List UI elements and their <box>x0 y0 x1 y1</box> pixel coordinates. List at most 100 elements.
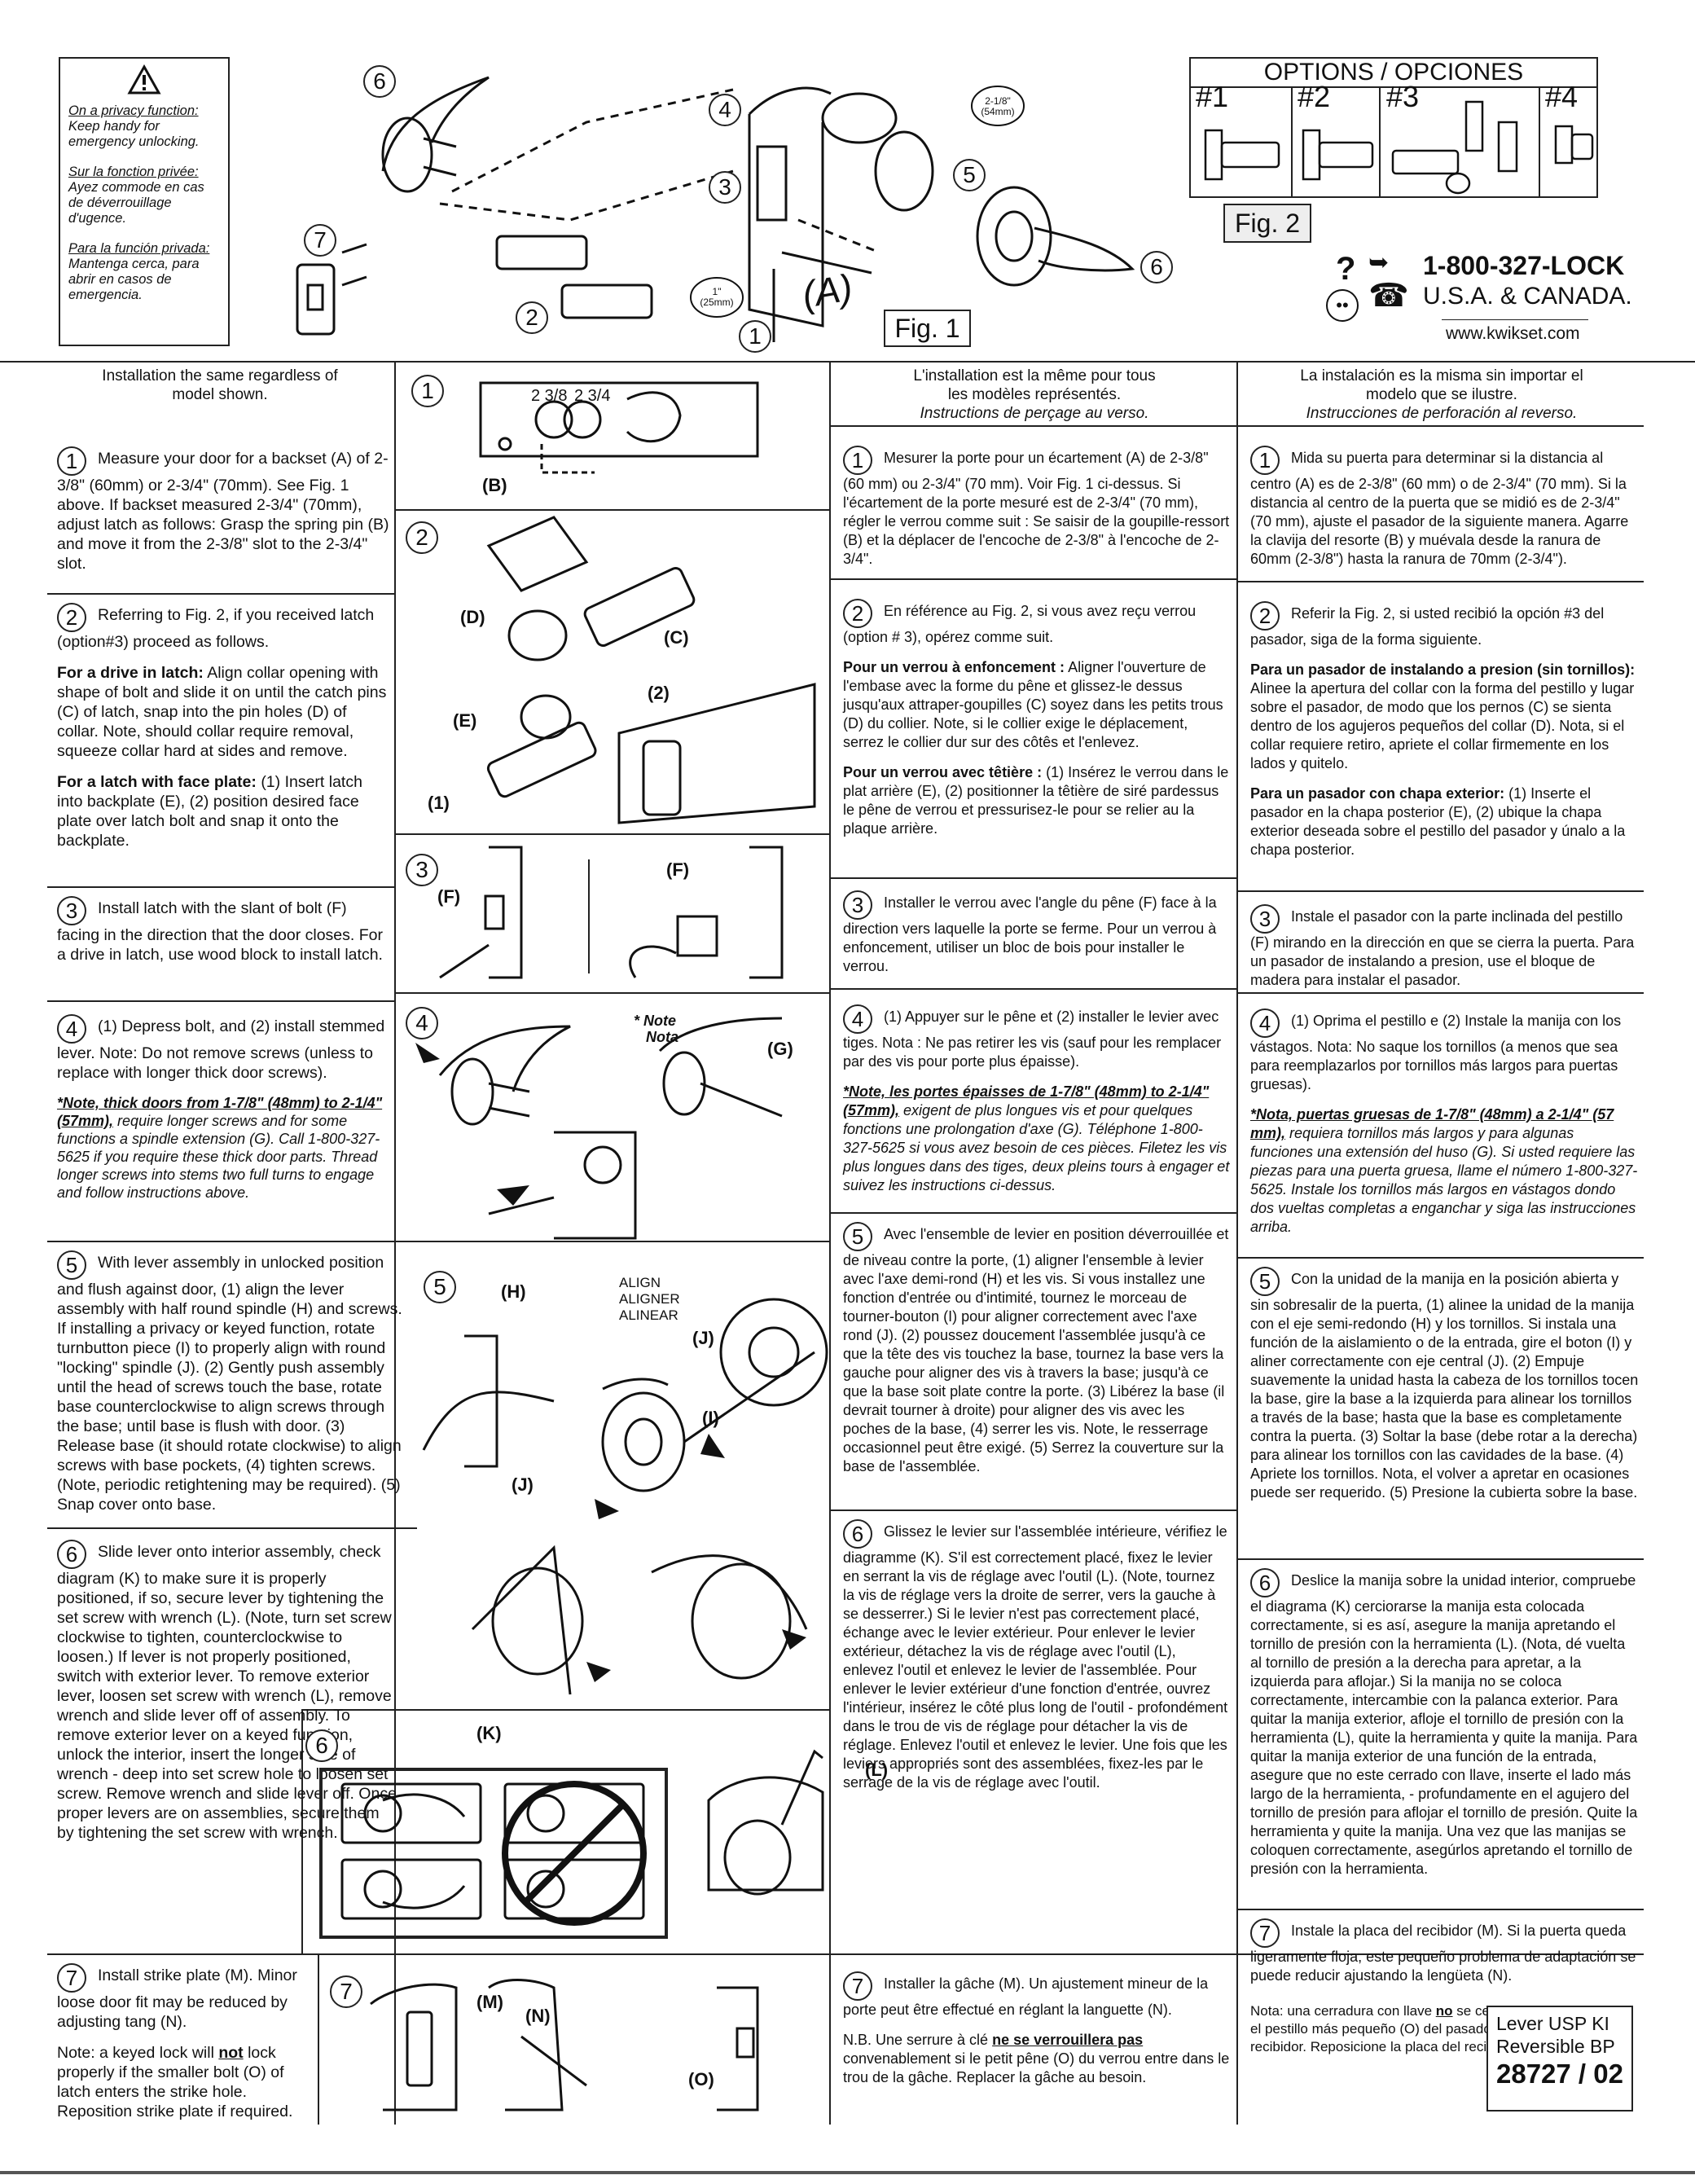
dim-latch-mm: (25mm) <box>700 297 734 308</box>
diagram-6-k-box <box>319 1768 668 1939</box>
fr-step-7-num: 7 <box>843 1971 872 2001</box>
diagram-6-num: 6 <box>305 1729 338 1762</box>
es-header-1: La instalación es la misma sin importar … <box>1300 367 1583 385</box>
dim-latch-text: 1" <box>712 286 722 297</box>
diagram-5-align-fr: ALIGNER <box>619 1291 680 1307</box>
warning-en-label: On a privacy function: <box>68 103 199 118</box>
es-step-1-num: 1 <box>1250 446 1280 475</box>
en-step-4-num: 4 <box>57 1014 86 1044</box>
fr-step-2-num: 2 <box>843 599 872 628</box>
diagram-1-2-3-4: 2 3/4 <box>574 387 611 405</box>
fig1-exploded-diagram <box>296 76 1135 342</box>
smiley-icon: •• <box>1326 289 1359 322</box>
en-step-2b-text: (1) Insert latch into backplate (E), (2)… <box>57 773 362 850</box>
dim-backset-mm: (54mm) <box>981 106 1015 117</box>
es-header-3: Instrucciones de perforación al reverso. <box>1306 405 1578 422</box>
options-box: OPTIONS / OPCIONES <box>1189 57 1598 198</box>
es-step-4: 4(1) Oprima el pestillo e (2) Instale la… <box>1250 1009 1640 1248</box>
diagram-1-num: 1 <box>411 375 444 407</box>
fig1-dim-backset: 2-1/8"(54mm) <box>978 96 1017 117</box>
diagram-6-levers <box>340 1749 824 1926</box>
fr-step-4-num: 4 <box>843 1004 872 1034</box>
fr-header-2: les modèles représentés. <box>947 386 1122 403</box>
fr-step-4-note-head: *Note, les portes épaisses de 1-7/8" (48… <box>843 1083 1210 1118</box>
fr-header: L'installation est la même pour tous les… <box>839 367 1230 423</box>
es-header-2: modelo que se ilustre. <box>1366 386 1517 403</box>
en-step-7-note-a: Note: a keyed lock will <box>57 2044 214 2062</box>
fig1-a-label: (A) <box>798 266 856 316</box>
options-title: OPTIONS / OPCIONES <box>1191 59 1596 88</box>
diagram-2-e: (E) <box>453 710 477 731</box>
en-step-5-text: With lever assembly in unlocked position… <box>57 1254 402 1514</box>
diagram-5-i: (I) <box>702 1408 719 1428</box>
fig1-callout-3: 3 <box>709 171 741 204</box>
es-step-4-text: (1) Oprima el pestillo e (2) Instale la … <box>1250 1013 1622 1092</box>
fr-header-1: L'installation est la même pour tous <box>913 367 1156 385</box>
diagram-4-note-en: * Note <box>634 1013 677 1029</box>
diagram-7-n: (N) <box>525 2006 551 2026</box>
warning-icon <box>68 64 220 99</box>
en-step-2a-label: For a drive in latch: <box>57 664 204 682</box>
warning-box: On a privacy function: Keep handy for em… <box>59 57 230 346</box>
warning-es-text: Mantenga cerca, para abrir en casos de e… <box>68 257 200 302</box>
product-code: 28727 / 02 <box>1496 2059 1623 2089</box>
fig1-callout-5: 5 <box>953 159 986 191</box>
diagram-1-latch <box>479 381 759 474</box>
fig1-label: Fig. 1 <box>884 310 971 347</box>
en-step-1-num: 1 <box>57 446 86 476</box>
fr-step-2a-label: Pour un verrou à enfoncement : <box>843 659 1065 675</box>
es-step-2-num: 2 <box>1250 601 1280 631</box>
en-header: Installation the same regardless of mode… <box>102 367 338 403</box>
en-step-7-note-b: lock properly if the smaller bolt (O) of… <box>57 2044 293 2120</box>
es-step-5-text: Con la unidad de la manija en la posició… <box>1250 1271 1639 1501</box>
diagram-7-m: (M) <box>476 1992 503 2012</box>
es-step-7-note-u: no <box>1435 2003 1453 2019</box>
diagram-2-2: (2) <box>648 683 670 703</box>
fr-step-3-num: 3 <box>843 890 872 920</box>
arrow-icon: ➥ <box>1368 249 1390 276</box>
es-step-3-text: Instale el pasador con la parte inclinad… <box>1250 908 1635 988</box>
es-step-5-num: 5 <box>1250 1267 1280 1296</box>
fig2-label: Fig. 2 <box>1223 204 1311 243</box>
fr-step-7-text: Installer la gâche (M). Un ajustement mi… <box>843 1975 1209 2018</box>
diagram-3-install-latch <box>439 846 784 979</box>
question-icon: ? <box>1336 251 1356 287</box>
diagram-4-note-es: Nota <box>646 1029 679 1045</box>
warning-fr-label: Sur la fonction privée: <box>68 165 199 179</box>
option-4: #4 <box>1545 80 1579 113</box>
en-step-6-text: Slide lever onto interior assembly, chec… <box>57 1543 397 1842</box>
fig1-callout-2: 2 <box>516 301 548 334</box>
es-step-2a-text: Alinee la apertura del collar con la for… <box>1250 680 1635 771</box>
diagram-2-drive-latch <box>486 516 816 824</box>
product-line-2: Reversible BP <box>1496 2036 1615 2057</box>
fig1-callout-6-right: 6 <box>1140 251 1173 283</box>
es-step-2-text: Referir la Fig. 2, si usted recibió la o… <box>1250 605 1605 648</box>
diagram-4-lever <box>415 1017 783 1240</box>
options-latch-illustrations <box>1204 100 1594 195</box>
fr-step-4-note: exigent de plus longues vis et pour quel… <box>843 1102 1230 1193</box>
diagram-7-o: (O) <box>688 2069 714 2090</box>
es-step-7-num: 7 <box>1250 1918 1280 1948</box>
es-step-6-text: Deslice la manija sobre la unidad interi… <box>1250 1572 1638 1877</box>
warning-fr-text: Ayez commode en cas de déverrouillage d'… <box>68 180 204 226</box>
diagram-3-num: 3 <box>406 854 438 886</box>
warning-es-label: Para la función privada: <box>68 241 210 256</box>
fr-step-4-text: (1) Appuyer sur le pêne et (2) installer… <box>843 1009 1222 1070</box>
option-3: #3 <box>1386 80 1420 113</box>
fr-step-2-text: En référence au Fig. 2, si vous avez reç… <box>843 603 1197 645</box>
phone-icon: ☎ <box>1368 278 1409 314</box>
diagram-5-j-top: (J) <box>692 1328 714 1348</box>
fr-step-1-text: Mesurer la porte pour un écartement (A) … <box>843 450 1230 567</box>
es-step-4-note-head: *Nota, puertas gruesas de 1-7/8" (48mm) … <box>1250 1106 1614 1141</box>
